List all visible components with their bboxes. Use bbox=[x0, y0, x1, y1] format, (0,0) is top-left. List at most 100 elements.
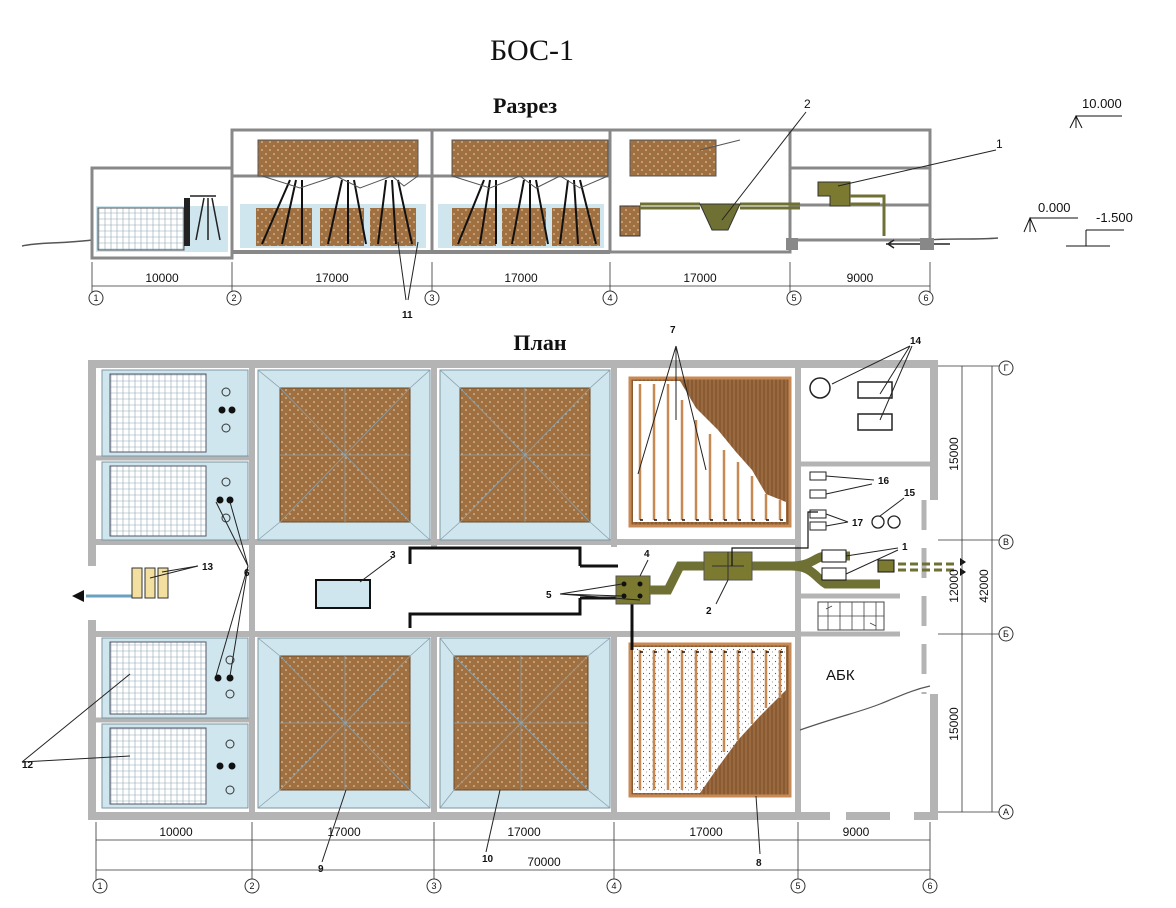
callout-line-12 bbox=[21, 673, 131, 763]
unit-1b bbox=[821, 567, 847, 581]
section-unit-1 bbox=[817, 181, 851, 207]
axis-label: 3 bbox=[429, 293, 434, 303]
filter-tank-bottom-left bbox=[257, 637, 431, 809]
axis-label: 4 bbox=[607, 293, 612, 303]
equipment-small bbox=[809, 471, 827, 481]
pipe-network bbox=[408, 546, 634, 650]
filter-tank-top-left bbox=[257, 369, 431, 541]
plan-axis-3: 3 bbox=[426, 878, 442, 894]
plan-dim-1: 10000 bbox=[159, 825, 193, 839]
callout-line-16 bbox=[825, 475, 875, 495]
exit-gap bbox=[890, 810, 914, 820]
elevation-label: -1.500 bbox=[1096, 210, 1133, 225]
section-tray-2 bbox=[257, 139, 419, 177]
callout-line-17 bbox=[825, 513, 849, 527]
equipment-ring bbox=[887, 515, 901, 529]
section-dim-1: 10000 bbox=[145, 271, 179, 285]
plan-axis-row-v: В bbox=[998, 534, 1014, 550]
exit-gap bbox=[830, 810, 846, 820]
callout-16: 16 bbox=[878, 476, 890, 487]
plan-dim-5: 9000 bbox=[843, 825, 870, 839]
module-group-bottom bbox=[101, 637, 249, 809]
callout-line-2-plan bbox=[715, 579, 729, 605]
plan-dim-total: 70000 bbox=[527, 855, 561, 869]
section-block-5 bbox=[788, 128, 932, 242]
outlet-pipe bbox=[898, 562, 958, 572]
equipment-box bbox=[857, 381, 893, 399]
callout-line-14 bbox=[831, 345, 913, 421]
plan-heading: План bbox=[513, 330, 566, 355]
callout-5: 5 bbox=[546, 590, 552, 601]
callout-8: 8 bbox=[756, 858, 762, 869]
equipment-small bbox=[809, 489, 827, 499]
settler-2-lines bbox=[712, 552, 744, 580]
equipment-circle bbox=[809, 377, 831, 399]
callout-6: 6 bbox=[244, 568, 250, 579]
section-load-3b bbox=[502, 208, 546, 246]
elevation-mark-bottom: -1.500 bbox=[1066, 210, 1133, 247]
callout-line-2 bbox=[721, 111, 807, 221]
section-axis-4: 4 bbox=[602, 290, 618, 306]
axis-label: 3 bbox=[431, 881, 436, 891]
module-grid bbox=[109, 641, 207, 715]
filter-tank-bottom-right bbox=[439, 637, 611, 809]
plan-vdim-3: 15000 bbox=[947, 707, 961, 741]
callout-1-section: 1 bbox=[996, 137, 1003, 151]
elevation-label: 0.000 bbox=[1038, 200, 1071, 215]
section-module-1 bbox=[97, 207, 185, 251]
section-view: 1 2 11 10000 17000 17000 17000 9000 1 2 … bbox=[21, 97, 1003, 321]
callout-17: 17 bbox=[852, 518, 864, 529]
section-heading: Разрез bbox=[493, 93, 557, 118]
plan-dim-2: 17000 bbox=[327, 825, 361, 839]
module-grid bbox=[109, 465, 207, 537]
section-outlet-arrow bbox=[886, 239, 950, 249]
callout-14: 14 bbox=[910, 336, 922, 347]
section-dim-4: 17000 bbox=[683, 271, 717, 285]
plan-axis-5: 5 bbox=[790, 878, 806, 894]
tank-13 bbox=[131, 567, 143, 599]
plan-axis-1: 1 bbox=[92, 878, 108, 894]
section-axis-2: 2 bbox=[226, 290, 242, 306]
plan-axis-row-g: Г bbox=[998, 360, 1014, 376]
plan-view: АБК 7 14 16 15 17 bbox=[21, 325, 1014, 894]
callout-line-3 bbox=[359, 557, 393, 583]
plan-axis-4: 4 bbox=[606, 878, 622, 894]
section-supports bbox=[261, 179, 597, 245]
axis-label: 1 bbox=[97, 881, 102, 891]
callout-10: 10 bbox=[482, 854, 494, 865]
axis-label: 6 bbox=[927, 881, 932, 891]
callout-3: 3 bbox=[390, 550, 396, 561]
module-grid bbox=[109, 727, 207, 805]
callout-line-4 bbox=[639, 559, 649, 577]
page-title: БОС-1 bbox=[490, 34, 574, 67]
callout-line-1-plan bbox=[845, 547, 899, 575]
plan-door-gap-left bbox=[86, 566, 100, 620]
callout-1-plan: 1 bbox=[902, 542, 908, 553]
callout-2-section: 2 bbox=[804, 97, 811, 111]
axis-label: 2 bbox=[231, 293, 236, 303]
plan-axis-2: 2 bbox=[244, 878, 260, 894]
plan-vdim-1: 15000 bbox=[947, 437, 961, 471]
callout-line-15 bbox=[879, 497, 905, 517]
section-dim-line bbox=[91, 262, 931, 292]
callout-15: 15 bbox=[904, 488, 916, 499]
plan-vdim-2: 12000 bbox=[947, 569, 961, 603]
callout-2-plan: 2 bbox=[706, 606, 712, 617]
axis-label: Г bbox=[1004, 363, 1009, 373]
section-axis-5: 5 bbox=[786, 290, 802, 306]
callout-7: 7 bbox=[670, 325, 676, 336]
callout-line-10 bbox=[485, 789, 501, 853]
section-dim-3: 17000 bbox=[504, 271, 538, 285]
elevation-mark-ground: 0.000 bbox=[1023, 200, 1078, 233]
axis-label: 6 bbox=[923, 293, 928, 303]
elevation-label: 10.000 bbox=[1082, 96, 1122, 111]
section-small-tank bbox=[619, 205, 641, 237]
axis-label: 5 bbox=[795, 881, 800, 891]
abk-ground-line bbox=[799, 685, 931, 731]
module-grid bbox=[109, 373, 207, 453]
callout-13: 13 bbox=[202, 562, 214, 573]
callout-4: 4 bbox=[644, 549, 650, 560]
section-dim-2: 17000 bbox=[315, 271, 349, 285]
axis-label: 4 bbox=[611, 881, 616, 891]
ground-line bbox=[21, 237, 999, 247]
